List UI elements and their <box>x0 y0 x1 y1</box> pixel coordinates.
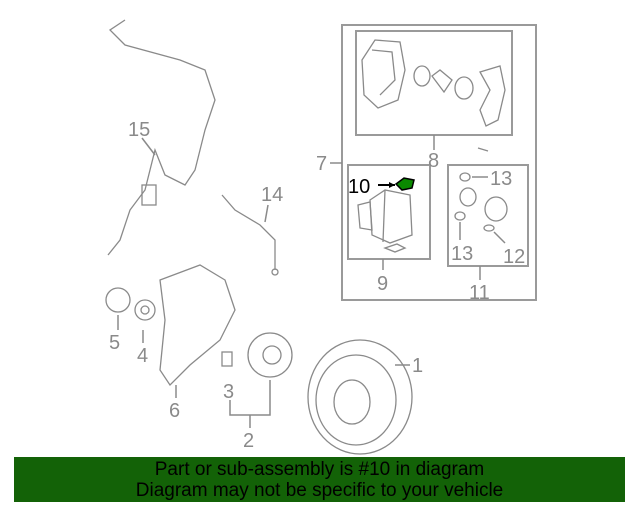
dust-shield-6 <box>159 264 236 387</box>
callout-12[interactable]: 12 <box>503 246 525 268</box>
brake-pad-set <box>357 189 413 253</box>
callout-7[interactable]: 7 <box>316 153 327 175</box>
caliper-box-8 <box>355 30 513 136</box>
bearing-4 <box>134 299 156 321</box>
callout-13-bottom[interactable]: 13 <box>451 243 473 265</box>
callout-15[interactable]: 15 <box>128 119 150 141</box>
banner-disclaimer-line: Diagram may not be specific to your vehi… <box>135 480 504 501</box>
brake-rotor-1 <box>307 339 413 455</box>
o-ring-5 <box>105 287 131 313</box>
callout-3[interactable]: 3 <box>223 381 234 403</box>
banner-part-line: Part or sub-assembly is #10 in diagram <box>154 459 485 480</box>
seal-kit-box-11 <box>447 164 529 267</box>
callout-6[interactable]: 6 <box>169 400 180 422</box>
callout-14[interactable]: 14 <box>261 184 283 206</box>
abs-sensor-wire-15 <box>107 19 216 256</box>
callout-5[interactable]: 5 <box>109 332 120 354</box>
seal-kit <box>454 172 508 244</box>
pad-wear-sensor-10[interactable] <box>378 177 415 191</box>
pad-kit-box-9[interactable] <box>347 164 431 260</box>
caliper-assembly <box>361 39 506 152</box>
callout-1[interactable]: 1 <box>412 355 423 377</box>
callout-10[interactable]: 10 <box>348 176 370 198</box>
callout-2[interactable]: 2 <box>243 430 254 452</box>
callout-4[interactable]: 4 <box>137 345 148 367</box>
callout-13-top[interactable]: 13 <box>490 168 512 190</box>
callout-9[interactable]: 9 <box>377 273 388 295</box>
callout-11[interactable]: 11 <box>469 282 490 304</box>
callout-8[interactable]: 8 <box>428 150 439 172</box>
brake-hose-14 <box>221 194 279 276</box>
part-info-banner: Part or sub-assembly is #10 in diagram D… <box>14 457 625 502</box>
hub-assembly <box>221 332 293 378</box>
